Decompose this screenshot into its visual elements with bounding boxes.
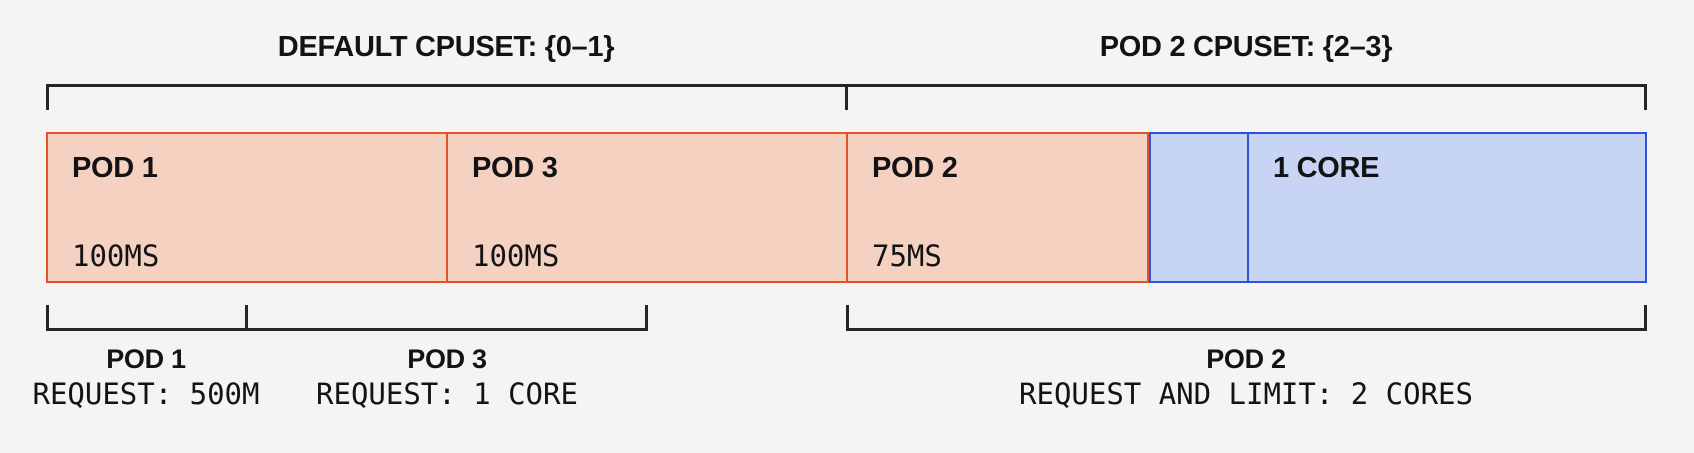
bar-cell-reserved-idle <box>1149 132 1249 283</box>
footer-detail: REQUEST AND LIMIT: 2 CORES <box>1019 377 1473 411</box>
cpuset-bracket-tick-right <box>1644 84 1647 110</box>
cpuset-bracket-tick-middle <box>845 84 848 110</box>
core-label: 1 CORE <box>1273 152 1380 184</box>
request-bracket-left-tick-start <box>46 305 49 331</box>
pod-runtime: 100MS <box>472 239 560 273</box>
pod-runtime: 100MS <box>72 239 160 273</box>
pod-label: POD 3 <box>472 152 558 184</box>
request-bracket-pod2-line <box>846 328 1647 331</box>
footer-pod1: POD 1 REQUEST: 500M <box>33 346 260 409</box>
bar-cell-pod1: POD 1 100MS <box>46 132 448 283</box>
bar-cell-pod2: POD 2 75MS <box>846 132 1149 283</box>
bar-cell-pod3: POD 3 100MS <box>446 132 848 283</box>
cpu-cores-bar: POD 1 100MS POD 3 100MS POD 2 75MS 1 COR… <box>46 132 1647 283</box>
pod2-cpuset-title: POD 2 CPUSET: {2–3} <box>1099 31 1393 63</box>
pod-label: POD 1 <box>72 152 158 184</box>
footer-title: POD 1 <box>106 344 186 374</box>
footer-title: POD 2 <box>1206 344 1286 374</box>
pod-runtime: 75MS <box>872 239 942 273</box>
footer-pod3: POD 3 REQUEST: 1 CORE <box>316 346 578 409</box>
request-bracket-left-tick-middle <box>245 305 248 331</box>
pod-label: POD 2 <box>872 152 958 184</box>
default-cpuset-title: DEFAULT CPUSET: {0–1} <box>277 31 615 63</box>
request-bracket-pod2-tick-start <box>846 305 849 331</box>
footer-detail: REQUEST: 500M <box>32 377 260 411</box>
request-bracket-left-line <box>46 328 648 331</box>
cpuset-bracket-tick-left <box>46 84 49 110</box>
request-bracket-pod2-tick-end <box>1644 305 1647 331</box>
footer-detail: REQUEST: 1 CORE <box>316 377 578 411</box>
bar-cell-one-core: 1 CORE <box>1247 132 1647 283</box>
footer-title: POD 3 <box>407 344 487 374</box>
request-bracket-left-tick-end <box>645 305 648 331</box>
footer-pod2: POD 2 REQUEST AND LIMIT: 2 CORES <box>1019 346 1473 409</box>
